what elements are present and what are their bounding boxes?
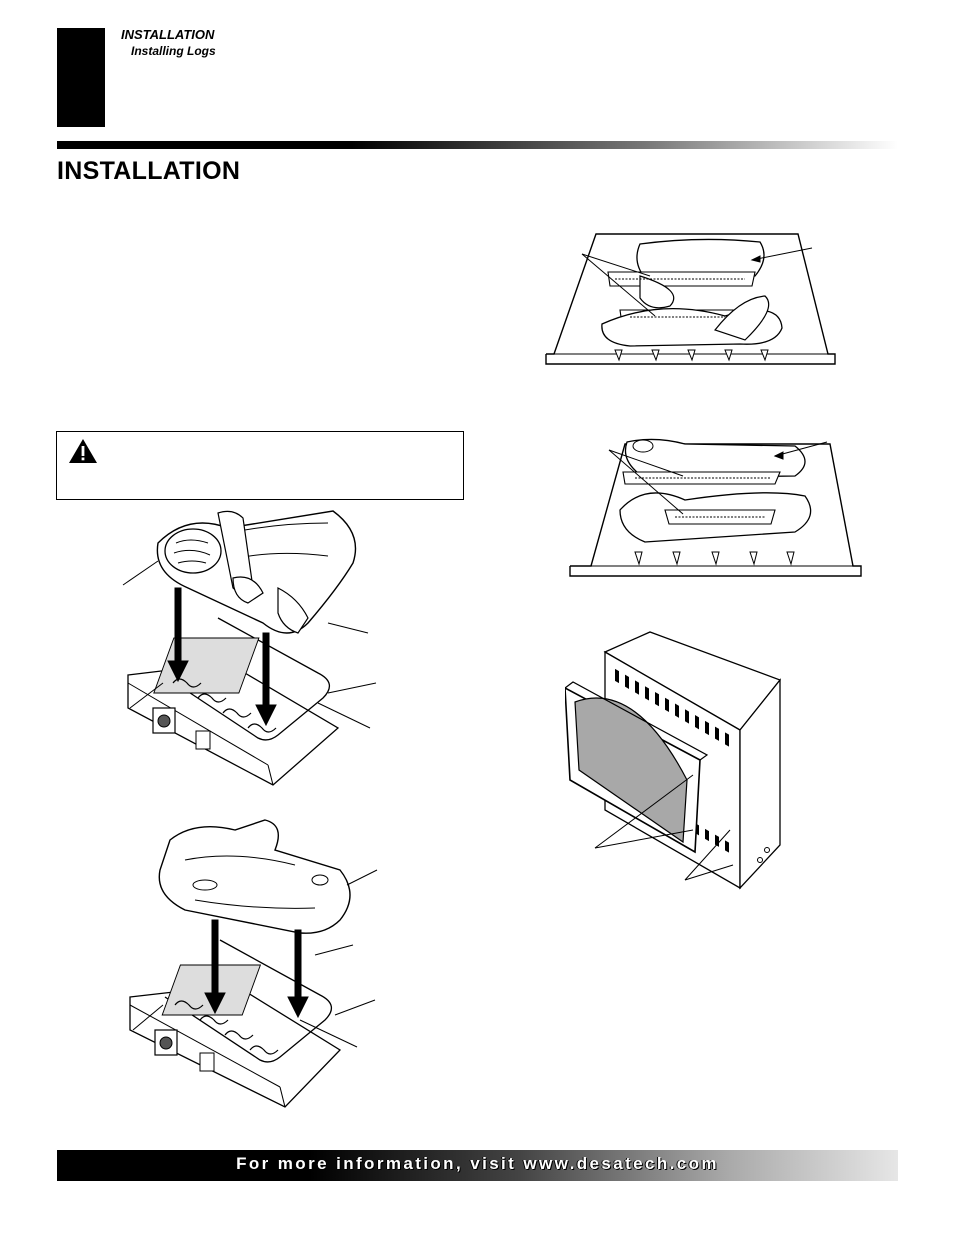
page-tab-marker — [57, 28, 105, 127]
log-placement-figure-1 — [545, 233, 836, 365]
header-rule — [57, 141, 898, 149]
log-install-figure-2 — [129, 819, 378, 1108]
header-subsection: Installing Logs — [131, 44, 216, 58]
footer-link-text[interactable]: For more information, visit www.desatech… — [236, 1154, 719, 1173]
footer-bar: For more information, visit www.desatech… — [57, 1150, 898, 1181]
warning-box — [56, 431, 464, 500]
page-title: INSTALLATION — [57, 157, 241, 185]
log-placement-figure-2 — [569, 438, 862, 577]
header-section: INSTALLATION — [121, 27, 215, 42]
fireplace-insert-figure — [565, 631, 782, 890]
warning-triangle-icon — [69, 439, 97, 463]
log-install-figure-1 — [122, 510, 377, 786]
